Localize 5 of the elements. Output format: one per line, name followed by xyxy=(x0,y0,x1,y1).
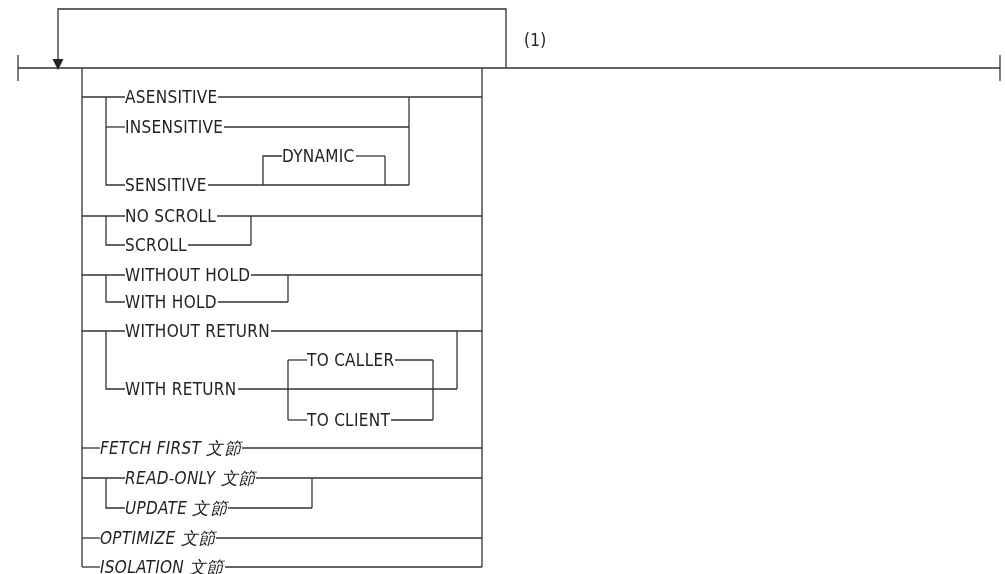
clause-name: FETCH FIRST 文節 xyxy=(100,438,241,458)
clause-name: OPTIMIZE 文節 xyxy=(100,528,216,548)
clause-name: UPDATE 文節 xyxy=(125,498,227,518)
footnote-marker: (1) xyxy=(524,30,547,50)
clause-name: READ-ONLY 文節 xyxy=(125,468,256,488)
